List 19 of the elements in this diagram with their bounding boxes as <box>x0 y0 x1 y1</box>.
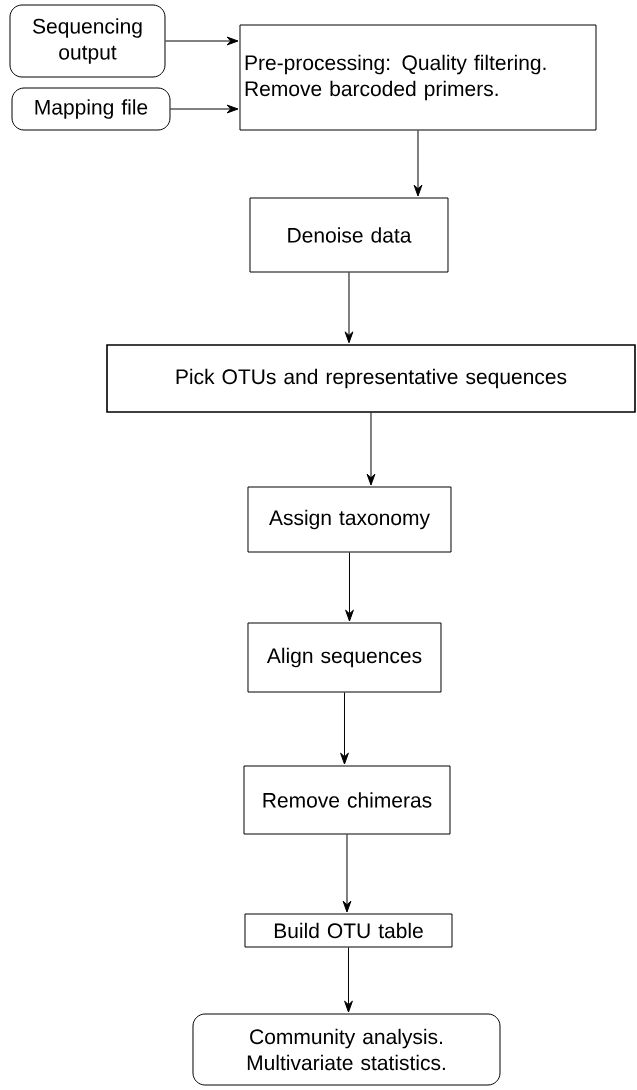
input-box: Mapping file <box>11 87 171 131</box>
arrow <box>344 947 353 1013</box>
arrow <box>345 552 354 622</box>
process-box: Build OTU table <box>244 913 453 948</box>
process-box: Assign taxonomy <box>247 486 452 553</box>
input-box: Sequencing output <box>9 4 166 78</box>
output-box: Community analysis. Multivariate statistics. <box>192 1013 501 1086</box>
process-box: Align sequences <box>247 622 442 693</box>
arrow <box>342 834 352 913</box>
arrow <box>340 692 349 765</box>
process-box: Remove chimeras <box>243 765 451 835</box>
arrow <box>344 272 354 344</box>
process-box: Denoise data <box>249 197 449 273</box>
process-box: Pick OTUs and representative sequences <box>106 344 636 413</box>
arrow <box>165 36 239 46</box>
arrow <box>170 104 239 114</box>
process-box: Pre-processing: Quality filtering. Remove barcoded primers. <box>239 24 597 131</box>
arrow <box>413 130 423 197</box>
arrow <box>366 412 376 486</box>
